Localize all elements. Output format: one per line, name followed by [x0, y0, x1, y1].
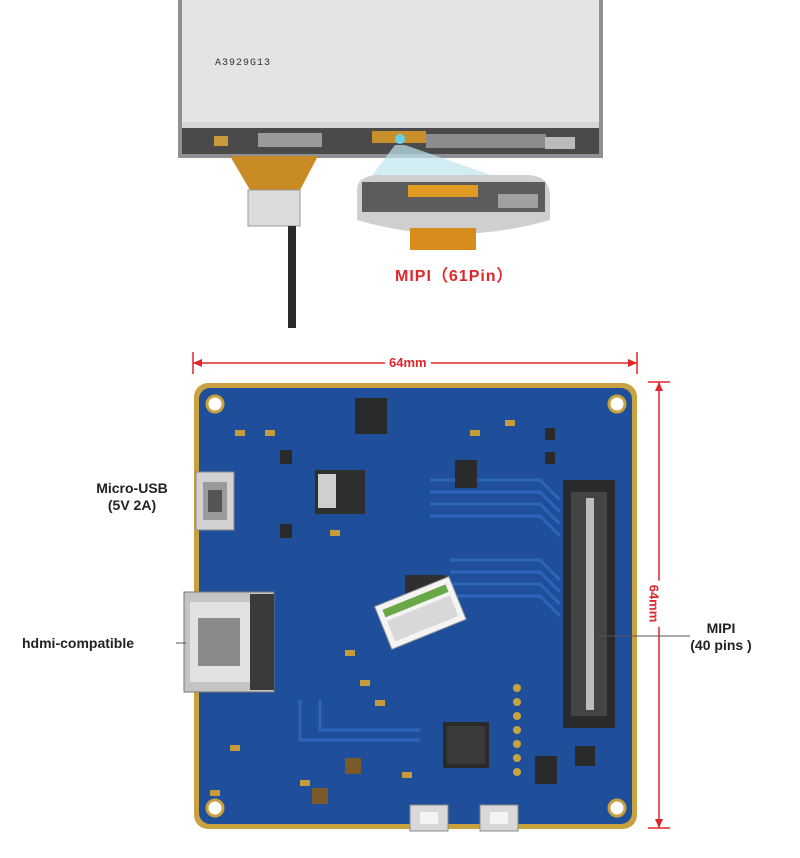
driver-board-illustration	[176, 352, 690, 832]
lcd-panel-illustration	[178, 0, 603, 328]
mipi-fpc-connector	[563, 480, 615, 728]
board-buttons	[409, 804, 519, 832]
width-dimension-label: 64mm	[385, 355, 431, 370]
hdmi-callout: hdmi-compatible	[22, 635, 135, 651]
mipi-connector-caption: MIPI（61Pin）	[395, 268, 514, 285]
mipi-label: MIPI	[706, 620, 736, 636]
mipi-fpc-tail	[410, 228, 476, 250]
hdmi-port	[183, 591, 275, 693]
touch-flex-cable	[230, 156, 318, 190]
mipi-pins-label: (40 pins )	[690, 637, 752, 653]
height-dimension-label: 64mm	[646, 580, 662, 627]
panel-model-code: A3929G13	[215, 58, 272, 69]
wireless-sticker	[374, 575, 467, 650]
micro-usb-power-label: (5V 2A)	[107, 497, 157, 513]
micro-usb-label: Micro-USB	[96, 480, 168, 496]
micro-usb-port	[195, 471, 235, 531]
mounting-holes	[205, 394, 627, 818]
mipi-callout: MIPI (40 pins )	[676, 620, 766, 654]
micro-usb-callout: Micro-USB (5V 2A)	[82, 480, 182, 514]
